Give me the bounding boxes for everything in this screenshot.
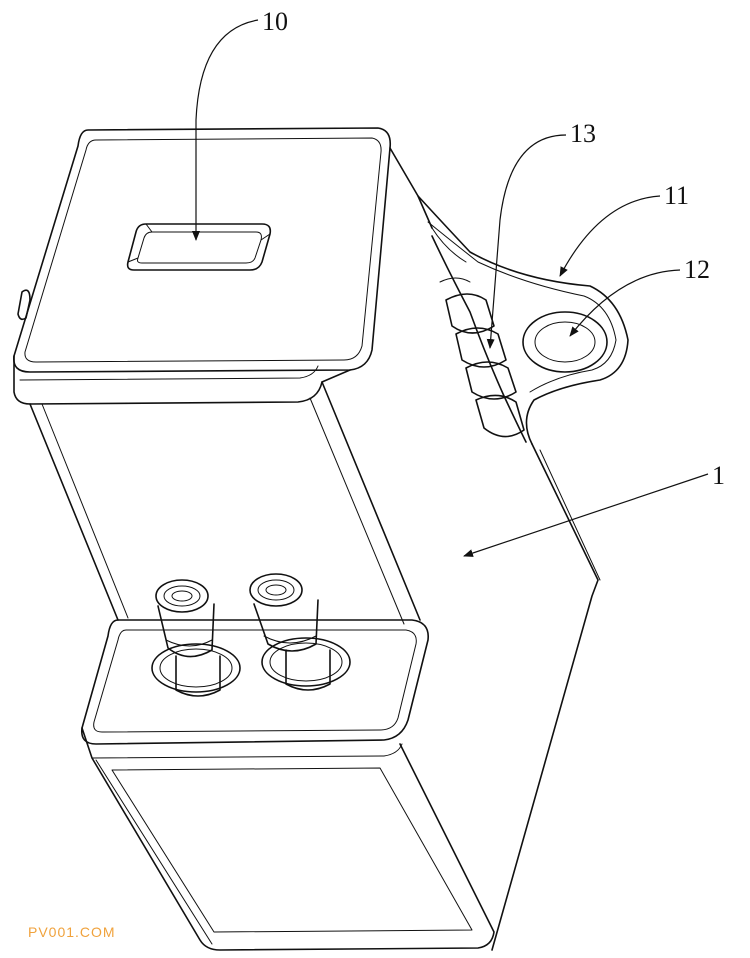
leader-12 — [569, 269, 681, 337]
upper-front-edge — [13, 355, 351, 405]
label-1: 1 — [712, 461, 725, 490]
upper-top-face-inner-edge — [24, 137, 382, 363]
opening-10 — [126, 223, 272, 271]
upper-right-face — [389, 147, 433, 229]
side-bump — [17, 289, 31, 321]
leader-10 — [192, 19, 259, 241]
leader-1 — [463, 473, 709, 557]
mount-ear-11 — [417, 195, 629, 445]
tube-connector-left — [151, 579, 241, 697]
lower-front-face — [81, 727, 495, 951]
nozzle-13 — [431, 235, 527, 443]
leader-11 — [559, 195, 661, 277]
right-side-face — [491, 443, 599, 951]
watermark-text: PV001.COM — [28, 924, 116, 940]
label-12: 12 — [684, 255, 710, 284]
label-11: 11 — [664, 181, 689, 210]
label-13: 13 — [570, 119, 596, 148]
lower-front-inset — [111, 767, 473, 933]
step-right-edge — [321, 381, 421, 621]
label-10: 10 — [262, 7, 288, 36]
front-left-face — [29, 403, 119, 621]
housing — [13, 127, 601, 951]
leader-13 — [486, 134, 567, 349]
lower-top-face — [80, 619, 429, 745]
upper-top-face — [13, 127, 392, 373]
mount-hole-12 — [522, 311, 608, 373]
tube-connector-right — [249, 573, 351, 691]
